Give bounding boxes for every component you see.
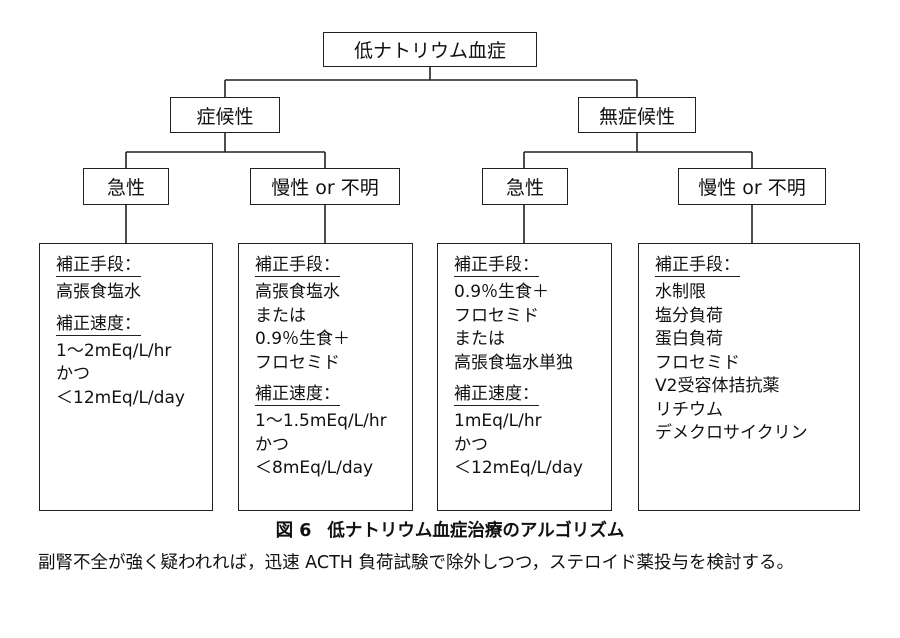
symptomatic-chronic-node: 慢性 or 不明: [250, 168, 400, 205]
asymptomatic-acute-node: 急性: [482, 168, 568, 205]
means-line: 高張食塩水単独: [454, 352, 573, 373]
means-line: リチウム: [655, 399, 723, 420]
treatment-box-symptomatic-chronic: 補正手段： 高張食塩水 または 0.9％生食＋ フロセミド 補正速度： 1～1.…: [238, 243, 413, 511]
means-line: 水制限: [655, 282, 706, 302]
speed-line: ＜12mEq/L/day: [56, 387, 185, 408]
speed-heading: 補正速度：: [255, 384, 340, 406]
symptomatic-label: 症候性: [196, 105, 254, 128]
speed-line: かつ: [454, 434, 488, 455]
means-line: デメクロサイクリン: [655, 423, 808, 443]
chronic-label: 慢性 or 不明: [698, 177, 806, 199]
speed-line: ＜8mEq/L/day: [255, 458, 374, 478]
means-heading: 補正手段：: [56, 255, 141, 277]
means-line: フロセミド: [454, 305, 539, 326]
figure-title: 低ナトリウム血症治療のアルゴリズム: [327, 521, 625, 541]
means-line: 塩分負荷: [655, 305, 723, 326]
means-heading: 補正手段：: [454, 255, 539, 277]
acute-label: 急性: [505, 177, 544, 199]
root-node: 低ナトリウム血症: [323, 32, 537, 67]
means-line: フロセミド: [255, 352, 340, 373]
means-line: または: [454, 329, 505, 349]
means-line: または: [255, 305, 306, 326]
means-heading: 補正手段：: [255, 255, 340, 277]
figure-caption: 図 6 低ナトリウム血症治療のアルゴリズム: [0, 517, 900, 542]
root-label: 低ナトリウム血症: [353, 40, 506, 62]
means-line: 高張食塩水: [56, 282, 141, 302]
speed-heading: 補正速度：: [454, 384, 539, 406]
speed-line: 1～2mEq/L/hr: [56, 340, 172, 361]
means-line: 0.9％生食＋: [454, 282, 550, 302]
speed-heading: 補正速度：: [56, 313, 141, 336]
speed-line: かつ: [255, 434, 289, 455]
asymptomatic-chronic-node: 慢性 or 不明: [678, 168, 826, 205]
speed-line: 1～1.5mEq/L/hr: [255, 411, 387, 431]
means-line: フロセミド: [655, 352, 740, 373]
speed-line: 1mEq/L/hr: [454, 411, 542, 431]
means-line: 蛋白負荷: [655, 329, 723, 349]
figure-number: 図 6: [275, 521, 312, 541]
asymptomatic-node: 無症候性: [578, 97, 696, 133]
symptomatic-acute-node: 急性: [83, 168, 169, 205]
connector-lines: [125, 66, 753, 243]
speed-line: かつ: [56, 364, 90, 384]
means-heading: 補正手段：: [655, 255, 740, 277]
asymptomatic-label: 無症候性: [598, 105, 675, 128]
speed-line: ＜12mEq/L/day: [454, 458, 583, 478]
means-line: V2受容体拮抗薬: [655, 376, 780, 396]
treatment-box-asymptomatic-acute: 補正手段： 0.9％生食＋ フロセミド または 高張食塩水単独 補正速度： 1m…: [437, 243, 612, 511]
symptomatic-node: 症候性: [170, 97, 280, 133]
chronic-label: 慢性 or 不明: [271, 177, 379, 199]
means-line: 0.9％生食＋: [255, 329, 351, 349]
acute-label: 急性: [106, 177, 145, 199]
means-line: 高張食塩水: [255, 282, 340, 302]
treatment-box-asymptomatic-chronic: 補正手段： 水制限 塩分負荷 蛋白負荷 フロセミド V2受容体拮抗薬 リチウム …: [638, 243, 860, 511]
treatment-box-symptomatic-acute: 補正手段： 高張食塩水 補正速度： 1～2mEq/L/hr かつ ＜12mEq/…: [39, 243, 213, 511]
figure-note: 副腎不全が強く疑われれば，迅速 ACTH 負荷試験で除外しつつ，ステロイド薬投与…: [38, 553, 795, 573]
